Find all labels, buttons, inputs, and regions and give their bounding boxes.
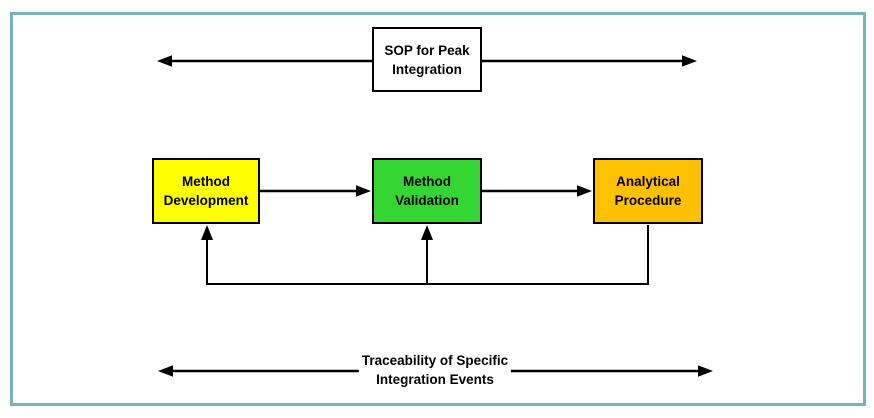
flow-arrow-validation-to-procedure xyxy=(482,185,592,197)
traceability-label-line1: Traceability of Specific xyxy=(361,353,509,368)
traceability-label-line2: Integration Events xyxy=(376,372,494,387)
method-development-box: Method Development xyxy=(152,158,260,224)
method-validation-label: Method Validation xyxy=(395,174,459,208)
traceability-label: Traceability of Specific Integration Eve… xyxy=(358,351,512,389)
sop-box-label-line1: SOP for Peak xyxy=(384,42,470,58)
analytical-procedure-label: Analytical Procedure xyxy=(614,174,682,208)
sop-box-label-line2: Integration xyxy=(392,61,462,77)
method-validation-box: Method Validation xyxy=(372,158,482,224)
feedback-loop-line xyxy=(206,225,649,285)
flow-arrow-development-to-validation xyxy=(260,185,371,197)
method-development-label: Method Development xyxy=(163,174,249,208)
feedback-arrowheads xyxy=(201,225,433,240)
analytical-procedure-box: Analytical Procedure xyxy=(593,158,703,224)
sop-box: SOP for Peak Integration xyxy=(372,27,482,92)
